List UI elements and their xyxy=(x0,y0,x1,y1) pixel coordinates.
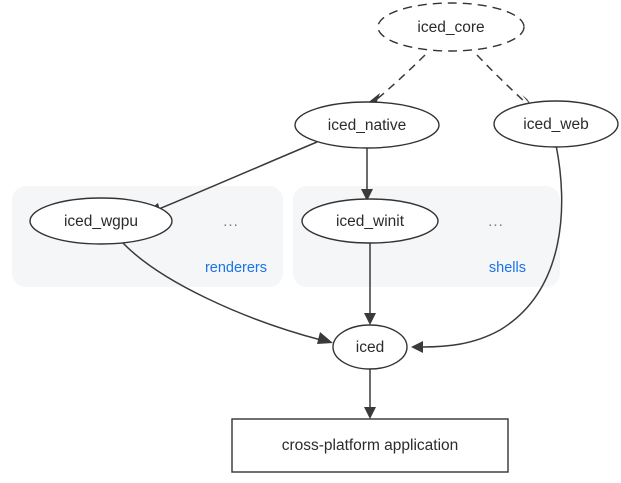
cluster-renderers-label: renderers xyxy=(205,260,267,276)
node-iced-wgpu-label: iced_wgpu xyxy=(64,213,138,230)
node-iced-web-shape[interactable] xyxy=(493,100,619,148)
node-iced-native[interactable]: iced_native xyxy=(294,101,440,149)
edge-iced-wgpu-to-iced xyxy=(121,241,322,341)
node-iced-native-shape[interactable] xyxy=(294,101,440,149)
node-iced-web-label: iced_web xyxy=(523,116,589,133)
edge-iced-core-to-iced-native xyxy=(374,54,426,102)
node-iced-web[interactable]: iced_web xyxy=(493,100,619,148)
node-iced-winit[interactable]: iced_winit xyxy=(301,198,439,244)
arrowhead-iced-winit-to-iced xyxy=(364,313,376,325)
arrowhead-iced-web-to-iced xyxy=(411,341,423,353)
arrowhead-iced-to-application xyxy=(364,407,376,419)
node-iced-core-shape[interactable] xyxy=(377,2,525,52)
node-iced-winit-label: iced_winit xyxy=(336,213,405,230)
node-iced-native-label: iced_native xyxy=(328,117,406,134)
cluster-shells-label: shells xyxy=(489,260,526,276)
edge-iced-native-to-iced-wgpu xyxy=(153,141,318,212)
arrowhead-iced-wgpu-to-iced xyxy=(317,332,333,344)
cluster-renderers-ellipsis: ... xyxy=(223,213,239,230)
edge-iced-web-to-iced xyxy=(421,144,563,348)
cluster-shells-ellipsis: ... xyxy=(488,213,504,230)
arrowhead-iced-native-to-iced-winit xyxy=(361,189,373,201)
node-iced-core[interactable]: iced_core xyxy=(377,2,525,52)
edge-iced-core-to-iced-web xyxy=(476,54,528,105)
node-iced[interactable]: iced xyxy=(332,324,408,370)
node-iced-core-label: iced_core xyxy=(417,19,484,36)
node-application[interactable]: cross-platform application xyxy=(231,418,509,473)
node-application-label: cross-platform application xyxy=(282,437,459,454)
node-iced-label: iced xyxy=(356,339,384,356)
node-iced-wgpu-shape[interactable] xyxy=(29,197,173,245)
node-iced-winit-shape[interactable] xyxy=(301,198,439,244)
node-iced-wgpu[interactable]: iced_wgpu xyxy=(29,197,173,245)
node-application-shape[interactable] xyxy=(231,418,509,473)
node-iced-shape[interactable] xyxy=(332,324,408,370)
